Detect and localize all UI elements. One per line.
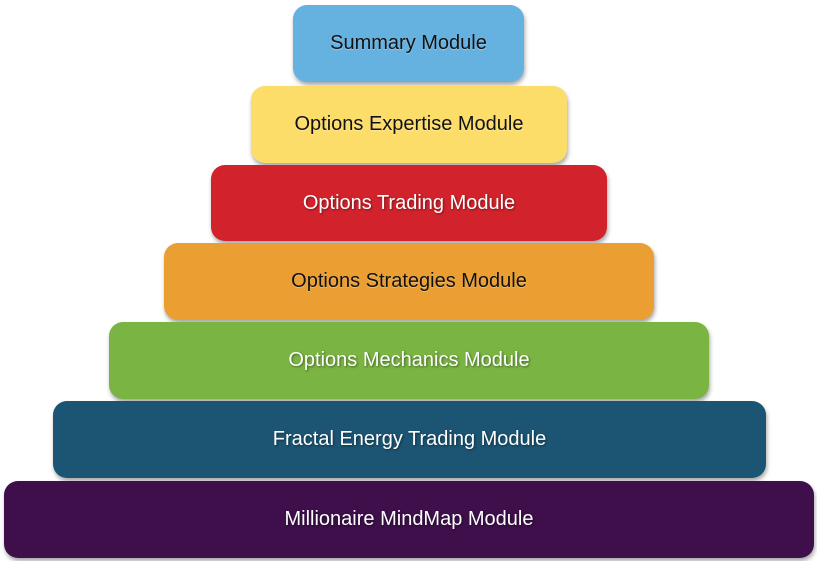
tier-label: Options Trading Module: [302, 191, 516, 214]
tier-options-trading-module: Options Trading Module: [211, 165, 607, 241]
tier-label: Fractal Energy Trading Module: [272, 428, 547, 450]
tier-options-expertise-module: Options Expertise Module: [251, 86, 567, 163]
tier-options-mechanics-module: Options Mechanics Module: [109, 322, 709, 399]
tier-label: Summary Module: [330, 32, 487, 54]
tier-label: Millionaire MindMap Module: [284, 508, 534, 530]
tier-label: Options Expertise Module: [294, 113, 524, 135]
tier-summary-module: Summary Module: [293, 5, 524, 82]
tier-millionaire-mindmap-module: Millionaire MindMap Module: [4, 481, 814, 558]
tier-fractal-energy-trading-module: Fractal Energy Trading Module: [53, 401, 766, 478]
tier-options-strategies-module: Options Strategies Module: [164, 243, 654, 320]
tier-label: Options Strategies Module: [291, 270, 527, 292]
tier-label: Options Mechanics Module: [288, 349, 530, 371]
